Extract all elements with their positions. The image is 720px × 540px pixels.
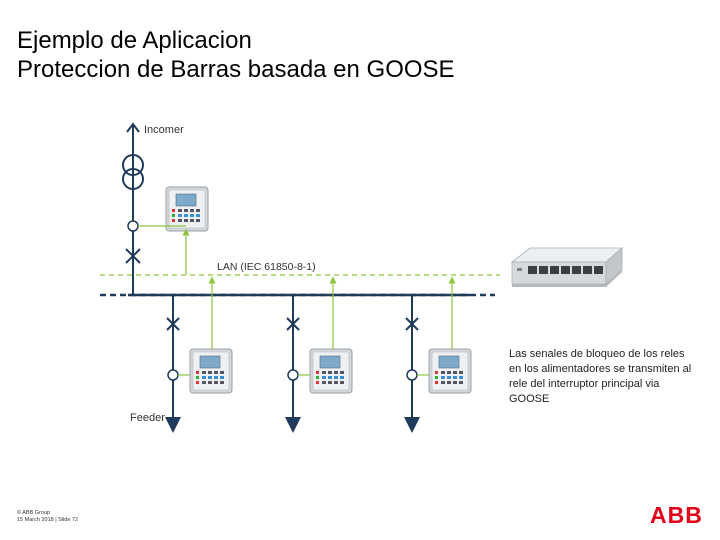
incomer-relay <box>165 186 209 232</box>
slide-title: Ejemplo de Aplicacion Proteccion de Barr… <box>17 26 455 84</box>
feeder-1 <box>165 276 233 433</box>
abb-logo-text: ABB <box>650 502 703 526</box>
footer-copyright: © ABB Group <box>17 510 51 516</box>
feeder-3-ct-icon <box>406 369 418 381</box>
feeder-2 <box>285 276 353 433</box>
title-line-1: Ejemplo de Aplicacion <box>17 27 252 54</box>
footer: © ABB Group 15 March 2018 | Slide 72 <box>17 510 78 524</box>
feeder-3 <box>404 276 472 433</box>
incomer-label: Incomer <box>144 124 184 136</box>
incomer-breaker-icon <box>125 248 141 264</box>
feeder-2-breaker-icon <box>286 317 300 331</box>
title-line-2: Proteccion de Barras basada en GOOSE <box>17 56 455 83</box>
ethernet-switch-icon <box>510 247 624 287</box>
footer-date-slide: 15 March 2018 | Slide 72 <box>17 517 79 523</box>
feeder-2-ct-icon <box>287 369 299 381</box>
lan-label: LAN (IEC 61850-8-1) <box>217 261 316 273</box>
feeder-1-breaker-icon <box>166 317 180 331</box>
abb-logo: ABB <box>650 502 703 526</box>
feeder-label: Feeder <box>130 412 165 424</box>
feeder-1-ct-icon <box>167 369 179 381</box>
caption-text: Las senales de bloqueo de los reles en l… <box>509 348 692 405</box>
incomer-ct-icon <box>127 220 139 232</box>
feeder-2-relay <box>309 348 353 394</box>
feeder-3-breaker-icon <box>405 317 419 331</box>
feeder-1-relay <box>189 348 233 394</box>
transformer-icon <box>122 154 144 190</box>
feeder-3-relay <box>428 348 472 394</box>
incomer-arrow-icon <box>126 122 140 133</box>
